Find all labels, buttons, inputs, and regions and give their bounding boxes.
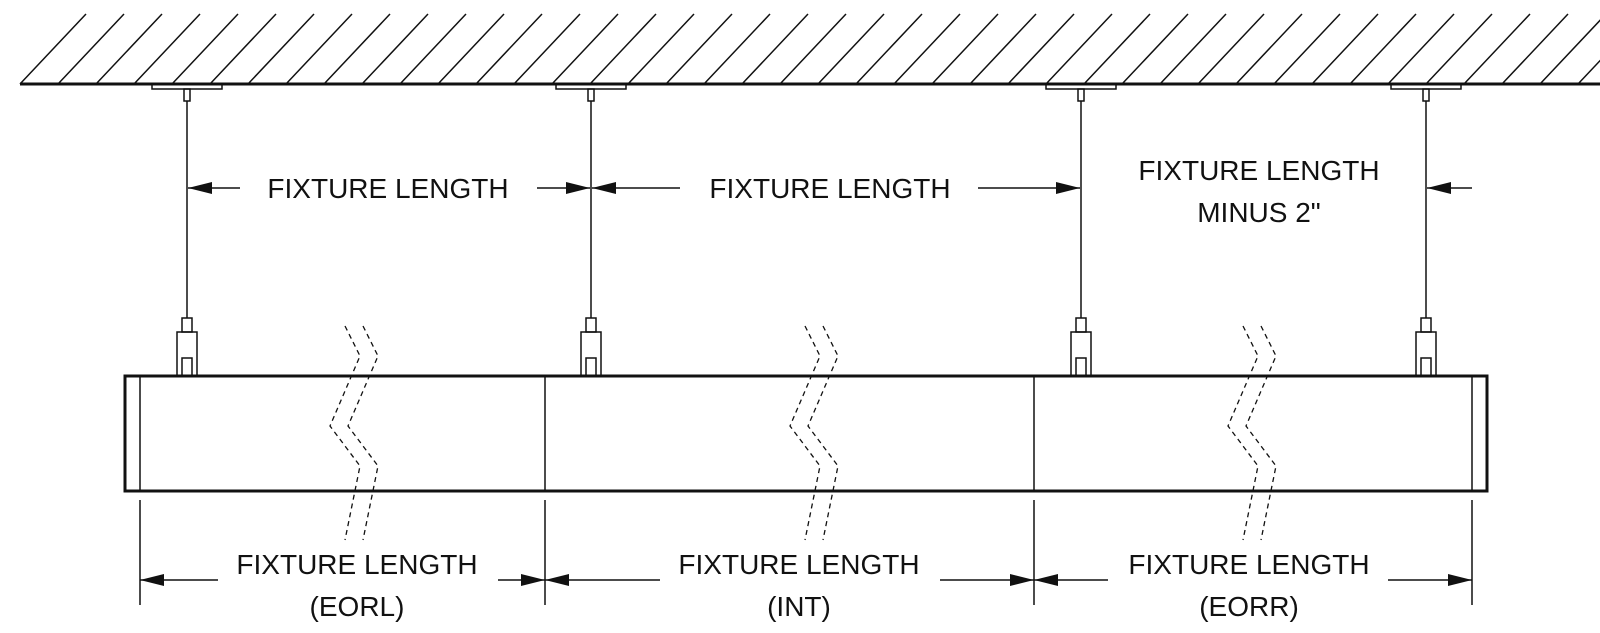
bottom-dimension-int: FIXTURE LENGTH (INT) [545,549,1034,622]
suspension-4 [1390,83,1462,377]
hatch-stroke [1235,13,1303,85]
hatch-stroke [1007,13,1075,85]
hatch-stroke [817,13,885,85]
hatch-stroke [703,13,771,85]
bottom-dim-eorr-line2: (EORR) [1199,591,1299,622]
mounting-bracket-1 [176,331,198,377]
hatch-stroke [665,13,733,85]
hatch-stroke [931,13,999,85]
bottom-dimension-eorr: FIXTURE LENGTH (EORR) [1034,549,1472,622]
fixture-body [123,374,1489,493]
hatch-stroke [1197,13,1265,85]
hatch-stroke [589,13,657,85]
break-line-3 [1227,325,1277,541]
hatch-stroke [1311,13,1379,85]
bracket-slot-1 [181,357,193,377]
hatch-stroke [551,13,619,85]
bottom-dim-int-line1: FIXTURE LENGTH [678,549,919,580]
top-dim-label-3-line1: FIXTURE LENGTH [1138,155,1379,186]
hatch-stroke [475,13,543,85]
top-dim-label-2: FIXTURE LENGTH [709,173,950,204]
bottom-dim-eorl-line2: (EORL) [310,591,405,622]
top-dimension-3: FIXTURE LENGTH MINUS 2" [1138,155,1472,228]
mounting-bracket-3 [1070,331,1092,377]
extension-lines [139,500,1473,605]
canopy-stud-3 [1077,88,1085,102]
bottom-dimension-eorl: FIXTURE LENGTH (EORL) [140,549,545,622]
fixture-housing [123,374,1489,493]
canopy-stud-4 [1422,88,1430,102]
hatch-stroke [171,13,239,85]
break-line-1 [329,325,379,541]
ceiling-hatch [19,13,1600,85]
hatch-stroke [1539,19,1600,85]
mounting-bracket-2 [580,331,602,377]
hatch-stroke [95,13,163,85]
hatch-stroke [247,13,315,85]
top-dim-label-3-line2: MINUS 2" [1197,197,1321,228]
bracket-slot-3 [1075,357,1087,377]
hatch-stroke [1349,13,1417,85]
hatch-stroke [361,13,429,85]
hatch-stroke [855,13,923,85]
hatch-stroke [513,13,581,85]
hatch-stroke [209,13,277,85]
bottom-dim-int-line2: (INT) [767,591,831,622]
bottom-dim-eorr-line1: FIXTURE LENGTH [1128,549,1369,580]
hatch-stroke [323,13,391,85]
hatch-stroke [19,13,87,85]
bracket-slot-4 [1420,357,1432,377]
bottom-dim-eorl-line1: FIXTURE LENGTH [236,549,477,580]
suspension-2 [555,83,627,377]
hatch-stroke [1159,13,1227,85]
cable-gripper-2 [585,317,597,333]
canopy-stud-2 [587,88,595,102]
hatch-stroke [1463,13,1531,85]
hatch-stroke [437,13,505,85]
hatch-stroke [1387,13,1455,85]
top-dimension-1: FIXTURE LENGTH [188,173,590,204]
hatch-stroke [285,13,353,85]
bracket-slot-2 [585,357,597,377]
hatch-stroke [1501,13,1569,85]
cable-gripper-4 [1420,317,1432,333]
top-dimension-2: FIXTURE LENGTH [592,173,1080,204]
suspension-3 [1045,83,1117,377]
hatch-stroke [1273,13,1341,85]
hatch-stroke [893,13,961,85]
cable-gripper-1 [181,317,193,333]
hatch-stroke [57,13,125,85]
hatch-stroke [1577,59,1600,85]
top-dim-label-1: FIXTURE LENGTH [267,173,508,204]
hatch-stroke [1045,13,1113,85]
mounting-bracket-4 [1415,331,1437,377]
hatch-stroke [741,13,809,85]
hatch-stroke [133,13,201,85]
break-line-2 [789,325,839,541]
hatch-stroke [969,13,1037,85]
hatch-stroke [1121,13,1189,85]
hatch-stroke [1083,13,1151,85]
hatch-stroke [399,13,467,85]
hatch-stroke [779,13,847,85]
cable-gripper-3 [1075,317,1087,333]
suspension-1 [151,83,223,377]
hatch-stroke [627,13,695,85]
canopy-stud-1 [183,88,191,102]
hatch-stroke [1425,13,1493,85]
